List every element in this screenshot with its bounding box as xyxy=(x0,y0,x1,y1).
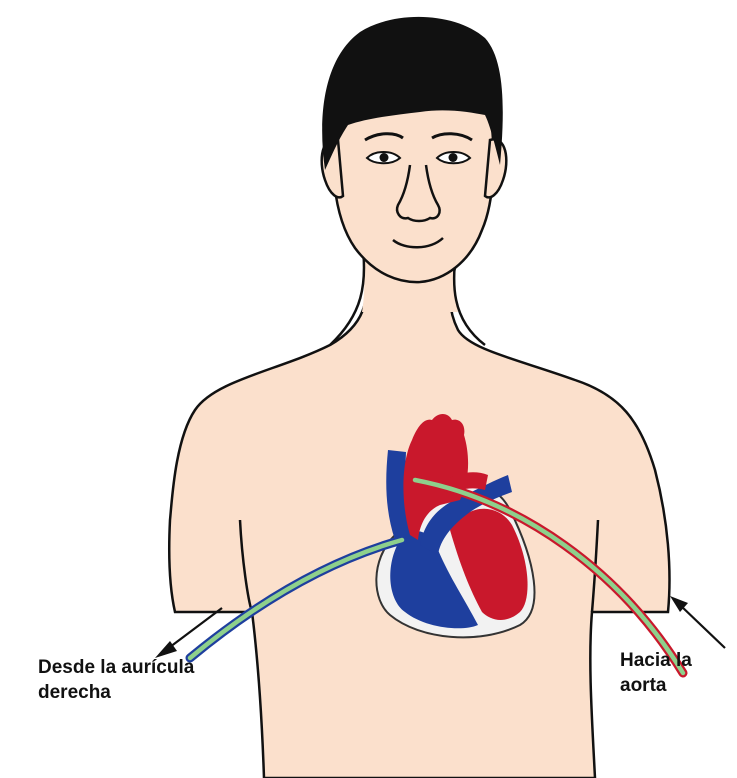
arrow-out-icon xyxy=(155,608,222,658)
label-to-aorta-line2: aorta xyxy=(620,673,666,698)
label-from-right-atrium-line2: derecha xyxy=(38,680,111,705)
left-eye xyxy=(367,152,400,163)
arrow-in-icon xyxy=(670,596,725,648)
right-eye xyxy=(437,152,470,163)
right-ear xyxy=(485,139,506,197)
label-from-right-atrium-line1: Desde la aurícula xyxy=(38,655,194,680)
label-to-aorta-line1: Hacia la xyxy=(620,648,692,673)
